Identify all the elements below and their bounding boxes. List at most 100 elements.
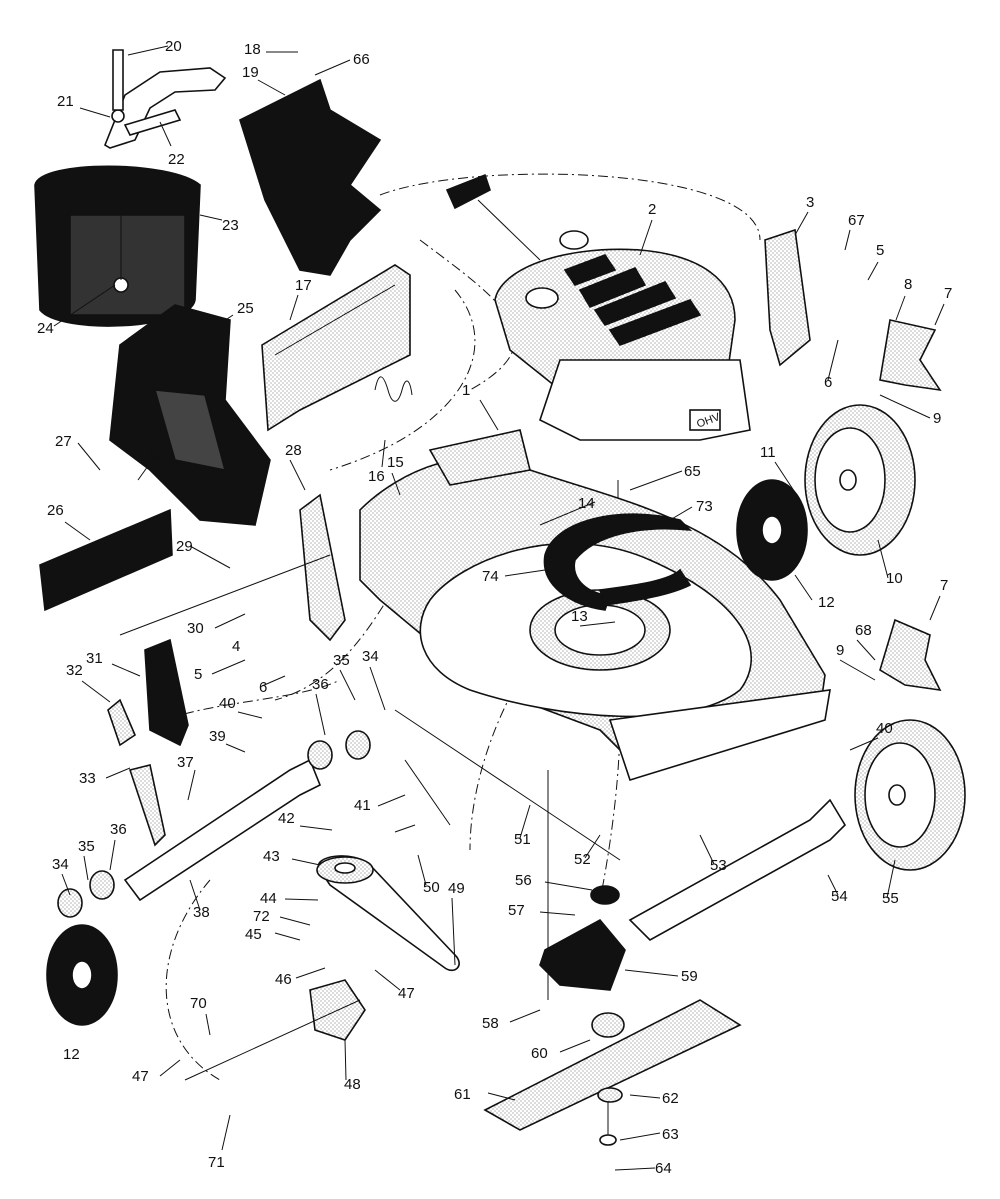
torsion-spring-part (374, 376, 413, 402)
callout-58: 58 (482, 1015, 499, 1032)
leader-line (539, 911, 576, 916)
leader-line (159, 121, 172, 147)
callout-39: 39 (209, 728, 226, 745)
leader-line (274, 932, 301, 941)
leader-line (614, 1167, 656, 1171)
leader-line (291, 858, 321, 866)
callout-27: 27 (55, 433, 72, 450)
callout-35: 35 (333, 652, 350, 669)
leader-line (391, 472, 401, 496)
leader-line (839, 659, 876, 681)
callout-47: 47 (132, 1068, 149, 1085)
rear-wheel (804, 404, 916, 556)
leader-line (639, 219, 653, 256)
leader-line (187, 769, 196, 801)
leader-line (504, 569, 546, 577)
leader-line (369, 666, 386, 711)
callout-35: 35 (78, 838, 95, 855)
leader-line (579, 621, 616, 627)
leader-line (217, 314, 234, 326)
callout-59: 59 (681, 968, 698, 985)
callout-4: 4 (232, 638, 240, 655)
callout-34: 34 (362, 648, 379, 665)
leader-line (374, 969, 401, 991)
rear-shield-part (261, 264, 411, 432)
callout-19: 19 (242, 64, 259, 81)
callout-41: 41 (354, 797, 371, 814)
callout-33: 33 (79, 770, 96, 787)
leader-line (669, 506, 693, 521)
wheel-cap-part (879, 319, 942, 692)
callout-43: 43 (263, 848, 280, 865)
leader-line (83, 855, 89, 881)
callout-9: 9 (836, 642, 844, 659)
leader-line (544, 881, 593, 891)
callout-69: 69 (147, 448, 164, 465)
callout-44: 44 (260, 890, 277, 907)
callout-13: 13 (571, 608, 588, 625)
leader-line (629, 470, 683, 491)
leader-line (794, 211, 809, 236)
leader-line (774, 461, 801, 501)
hubcap-front (46, 924, 118, 1026)
leader-line (205, 1013, 211, 1036)
mower-deck-part (359, 429, 831, 781)
callout-40: 40 (876, 720, 893, 737)
leader-line (314, 59, 351, 76)
leader-line (844, 229, 851, 251)
drive-belt (317, 855, 460, 972)
callout-38: 38 (193, 904, 210, 921)
leader-line (79, 107, 111, 118)
leader-line (886, 859, 896, 899)
leader-line (105, 767, 131, 779)
leader-line (377, 794, 406, 807)
leader-line (539, 501, 596, 526)
leader-line (81, 680, 111, 703)
leader-line (827, 339, 839, 381)
engine-part: OHV (494, 230, 751, 441)
callout-64: 64 (655, 1160, 672, 1177)
leader-line (289, 294, 299, 321)
callout-49: 49 (448, 880, 465, 897)
callout-51: 51 (514, 831, 531, 848)
callout-71: 71 (208, 1154, 225, 1171)
callout-3: 3 (806, 194, 814, 211)
callout-11: 11 (760, 444, 776, 461)
callout-labels: 1 2 3 5 5 6 6 7 7 8 9 9 10 11 12 12 13 1… (37, 38, 952, 1177)
callout-15: 15 (387, 454, 404, 471)
leader-line (519, 804, 531, 839)
leader-line (849, 737, 879, 751)
leader-line (225, 743, 246, 753)
callout-47: 47 (398, 985, 415, 1002)
leader-line (624, 969, 679, 977)
extension-springs (394, 759, 451, 833)
axles (119, 554, 847, 941)
leader-line (257, 79, 286, 96)
callout-12: 12 (818, 594, 835, 611)
callout-17: 17 (295, 277, 312, 294)
mulch-flap-part (239, 78, 382, 276)
leader-line (127, 45, 169, 56)
callout-25: 25 (237, 300, 254, 317)
starter-handle-part (445, 173, 541, 261)
callout-9: 9 (933, 410, 941, 427)
leader-line (895, 295, 906, 321)
leader-line (509, 1009, 541, 1023)
callout-20: 20 (165, 38, 182, 55)
leader-line (137, 465, 149, 481)
leader-line (237, 711, 263, 719)
leader-line (189, 879, 201, 911)
callout-53: 53 (710, 857, 727, 874)
leader-line (929, 595, 941, 621)
callout-leaders (53, 45, 945, 1171)
drive-pinions (57, 730, 371, 918)
callout-18: 18 (244, 41, 261, 58)
callout-6: 6 (259, 679, 267, 696)
callout-50: 50 (423, 879, 440, 896)
leader-line (214, 613, 246, 629)
callout-29: 29 (176, 538, 193, 555)
leader-line (339, 669, 356, 701)
filter-screen-part (39, 508, 173, 612)
callout-23: 23 (222, 217, 239, 234)
